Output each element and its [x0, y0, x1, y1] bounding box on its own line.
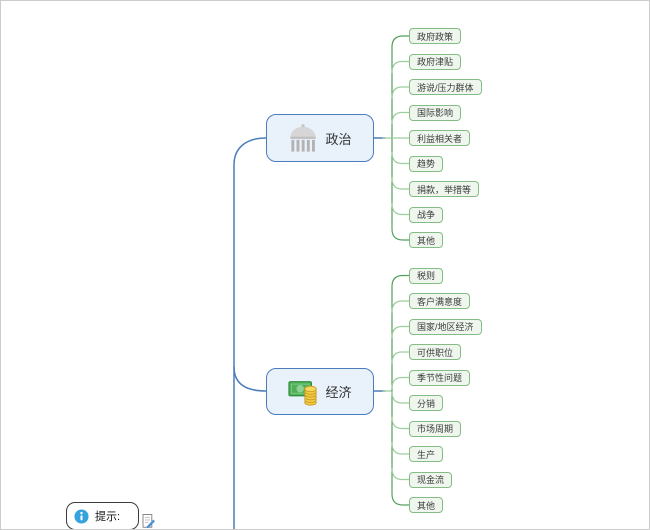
subtopic[interactable]: 市场周期 — [409, 420, 462, 437]
hint-label: 提示: — [95, 511, 121, 523]
subtopic[interactable]: 利益相关者 — [409, 130, 471, 146]
subtopic[interactable]: 政府津贴 — [409, 53, 462, 70]
subtopic[interactable]: 可供职位 — [409, 344, 462, 360]
subtopic[interactable]: 客户满意度 — [409, 293, 471, 309]
info-icon — [74, 508, 89, 524]
subtopic[interactable]: 季节性问题 — [409, 369, 471, 386]
subtopic[interactable]: 分销 — [409, 395, 444, 411]
main-topic-economy[interactable]: 经济 — [266, 368, 374, 415]
subtopic[interactable]: 现金流 — [409, 471, 453, 488]
subtopic[interactable]: 国际影响 — [409, 104, 462, 121]
subtopic[interactable]: 国家/地区经济 — [409, 318, 482, 335]
subtopic[interactable]: 其他 — [409, 497, 444, 513]
subtopic[interactable]: 政府政策 — [409, 28, 462, 44]
subtopic[interactable]: 战争 — [409, 206, 444, 223]
subtopic[interactable]: 税则 — [409, 267, 444, 284]
banknote-coins-icon — [288, 377, 318, 407]
subtopic[interactable]: 趋势 — [409, 155, 444, 172]
subtopic[interactable]: 生产 — [409, 446, 444, 462]
subtopic[interactable]: 其他 — [409, 232, 444, 248]
main-topic-politics[interactable]: 政治 — [266, 114, 374, 162]
main-topic-label: 政治 — [325, 131, 352, 147]
subtopic[interactable]: 游说/压力群体 — [409, 79, 482, 95]
subtopic[interactable]: 捐款，举措等 — [409, 181, 480, 197]
government-building-icon — [288, 123, 318, 153]
hint-topic[interactable]: 提示: — [66, 502, 139, 529]
notes-icon[interactable] — [142, 513, 156, 529]
main-topic-label: 经济 — [325, 385, 352, 400]
